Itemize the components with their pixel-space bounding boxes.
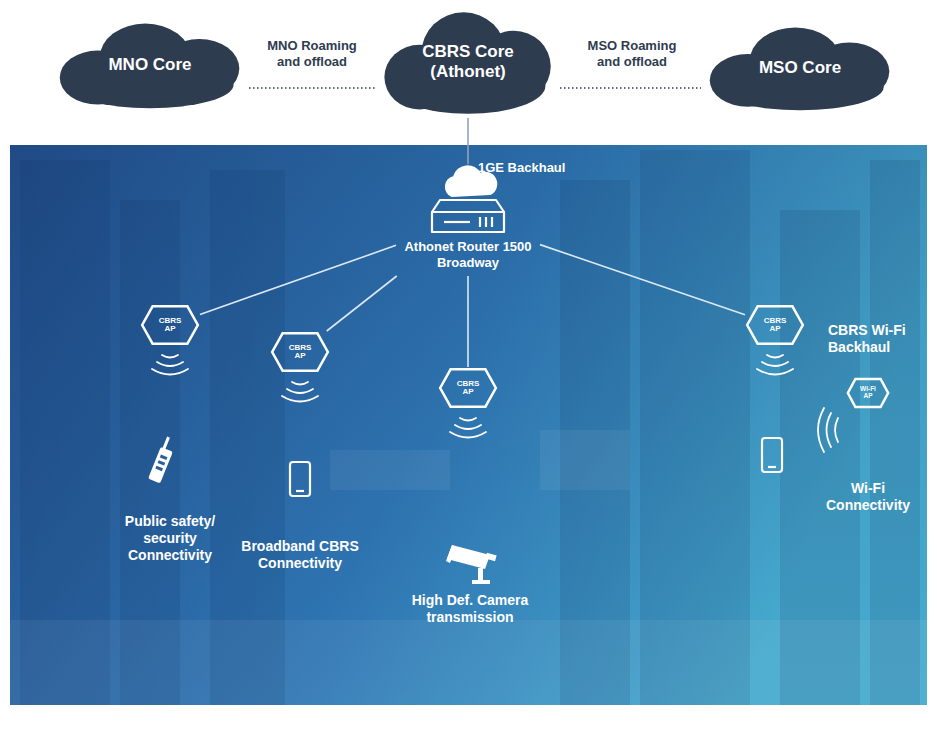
node-text: CBRS AP — [760, 317, 790, 334]
link-label: MNO Roaming and offload — [258, 38, 366, 71]
node-text: Athonet Router 1500 Broadway — [398, 239, 538, 272]
access-point-hex: CBRS AP — [439, 368, 497, 408]
core-cloud: MNO Core — [55, 20, 245, 110]
access-point-hex: CBRS AP — [271, 332, 329, 372]
node-text: MNO Core — [108, 55, 191, 75]
dotted-link — [249, 87, 376, 88]
backhaul-link — [467, 276, 469, 367]
wifi-ap-hex: Wi-Fi AP — [847, 378, 889, 408]
caption-label: Wi-Fi Connectivity — [818, 480, 918, 514]
backhaul-link — [467, 118, 469, 164]
phone-icon — [762, 438, 782, 472]
camera-icon — [446, 545, 497, 584]
core-cloud: MSO Core — [705, 24, 895, 112]
caption-label: High Def. Camera transmission — [395, 592, 545, 626]
router-icon — [432, 166, 504, 232]
node-text: CBRS Core (Athonet) — [412, 42, 524, 83]
link-label: MSO Roaming and offload — [578, 38, 686, 71]
node-text: CBRS AP — [155, 317, 185, 334]
node-text: CBRS AP — [453, 380, 483, 397]
city-panel — [10, 145, 927, 705]
dotted-link — [560, 87, 701, 88]
router-node: Athonet Router 1500 Broadway — [398, 166, 538, 274]
backhaul-link — [327, 276, 397, 331]
signal-waves — [152, 355, 838, 452]
access-point-hex: CBRS AP — [141, 305, 199, 345]
node-text: Wi-Fi AP — [856, 386, 880, 400]
access-point-hex: CBRS AP — [746, 305, 804, 345]
node-text: CBRS AP — [285, 344, 315, 361]
backhaul-link — [200, 245, 396, 314]
link-label: 1GE Backhaul — [478, 160, 588, 176]
phone-icon — [290, 462, 310, 496]
radio-icon — [148, 436, 177, 484]
node-text: MSO Core — [759, 58, 841, 78]
backhaul-link — [540, 245, 745, 315]
caption-label: CBRS Wi-Fi Backhaul — [828, 322, 928, 356]
caption-label: Public safety/ security Connectivity — [114, 513, 226, 564]
caption-label: Broadband CBRS Connectivity — [220, 538, 380, 572]
core-cloud: CBRS Core (Athonet) — [380, 8, 556, 116]
